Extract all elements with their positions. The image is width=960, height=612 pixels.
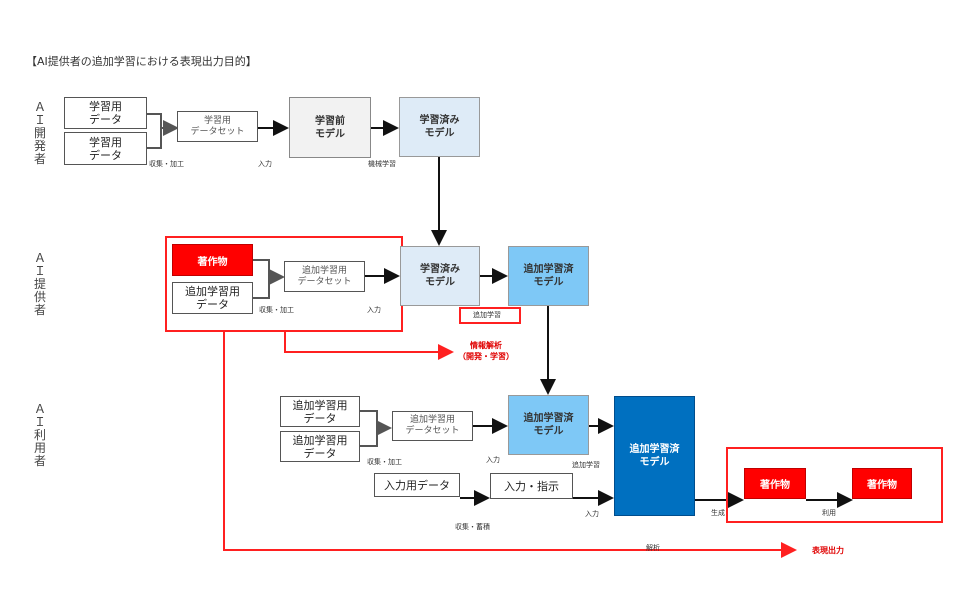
user-use-label: 利用 xyxy=(822,509,836,517)
diagram-title: 【AI提供者の追加学習における表現出力目的】 xyxy=(26,55,257,68)
developer-arrows xyxy=(258,120,447,246)
developer-ml-label: 機械学習 xyxy=(368,160,396,168)
developer-training-data-1: 学習用 データ xyxy=(64,97,147,129)
developer-collect-label: 収集・加工 xyxy=(149,160,184,168)
role-provider: Ａ Ｉ 提 供 者 xyxy=(33,251,46,317)
developer-pre-model: 学習前 モデル xyxy=(289,97,371,158)
output-highlight-frame xyxy=(726,447,943,523)
developer-trained-model: 学習済み モデル xyxy=(399,97,480,157)
user-connectors xyxy=(360,410,392,447)
user-analysis-label: 解析 xyxy=(646,544,660,552)
provider-arrows xyxy=(365,268,556,395)
user-input-data: 入力用データ xyxy=(374,473,460,497)
provider-additional-data: 追加学習用 データ xyxy=(172,282,253,314)
developer-training-data-2: 学習用 データ xyxy=(64,132,147,165)
role-developer: Ａ Ｉ 開 発 者 xyxy=(33,100,46,166)
user-collect-label: 収集・加工 xyxy=(367,458,402,466)
user-dataset: 追加学習用 データセット xyxy=(392,411,473,441)
expression-output-label: 表現出力 xyxy=(812,546,844,555)
provider-copyrighted-work: 著作物 xyxy=(172,244,253,276)
developer-input-label: 入力 xyxy=(258,160,272,168)
user-input-instruction: 入力・指示 xyxy=(490,473,573,499)
developer-connectors xyxy=(147,113,179,149)
user-generate-label: 生成 xyxy=(711,509,725,517)
user-copyrighted-work-2: 著作物 xyxy=(852,468,912,499)
provider-additional-model: 追加学習済 モデル xyxy=(508,246,589,306)
role-user: Ａ Ｉ 利 用 者 xyxy=(33,402,46,468)
user-additional-model: 追加学習済 モデル xyxy=(508,395,589,455)
user-collect-store-label: 収集・蓄積 xyxy=(455,523,490,531)
provider-connectors xyxy=(253,259,285,299)
user-input-label-1: 入力 xyxy=(486,456,500,464)
provider-additional-learning-label: 追加学習 xyxy=(473,311,501,319)
user-additional-data-1: 追加学習用 データ xyxy=(280,396,360,427)
provider-dataset: 追加学習用 データセット xyxy=(284,261,365,292)
provider-collect-label: 収集・加工 xyxy=(259,306,294,314)
analysis-label: 情報解析 （開発・学習） xyxy=(458,341,514,361)
user-arrows xyxy=(460,418,853,508)
user-final-model: 追加学習済 モデル xyxy=(614,396,695,516)
developer-dataset: 学習用 データセット xyxy=(177,111,258,142)
output-red-arrow xyxy=(223,331,797,558)
analysis-red-arrow xyxy=(284,330,454,360)
provider-input-label: 入力 xyxy=(367,306,381,314)
additional-learning-highlight xyxy=(459,307,521,324)
user-input-label-2: 入力 xyxy=(585,510,599,518)
provider-trained-model: 学習済み モデル xyxy=(400,246,480,306)
user-copyrighted-work-1: 著作物 xyxy=(744,468,806,499)
user-additional-learning-label: 追加学習 xyxy=(572,461,600,469)
user-additional-data-2: 追加学習用 データ xyxy=(280,431,360,462)
